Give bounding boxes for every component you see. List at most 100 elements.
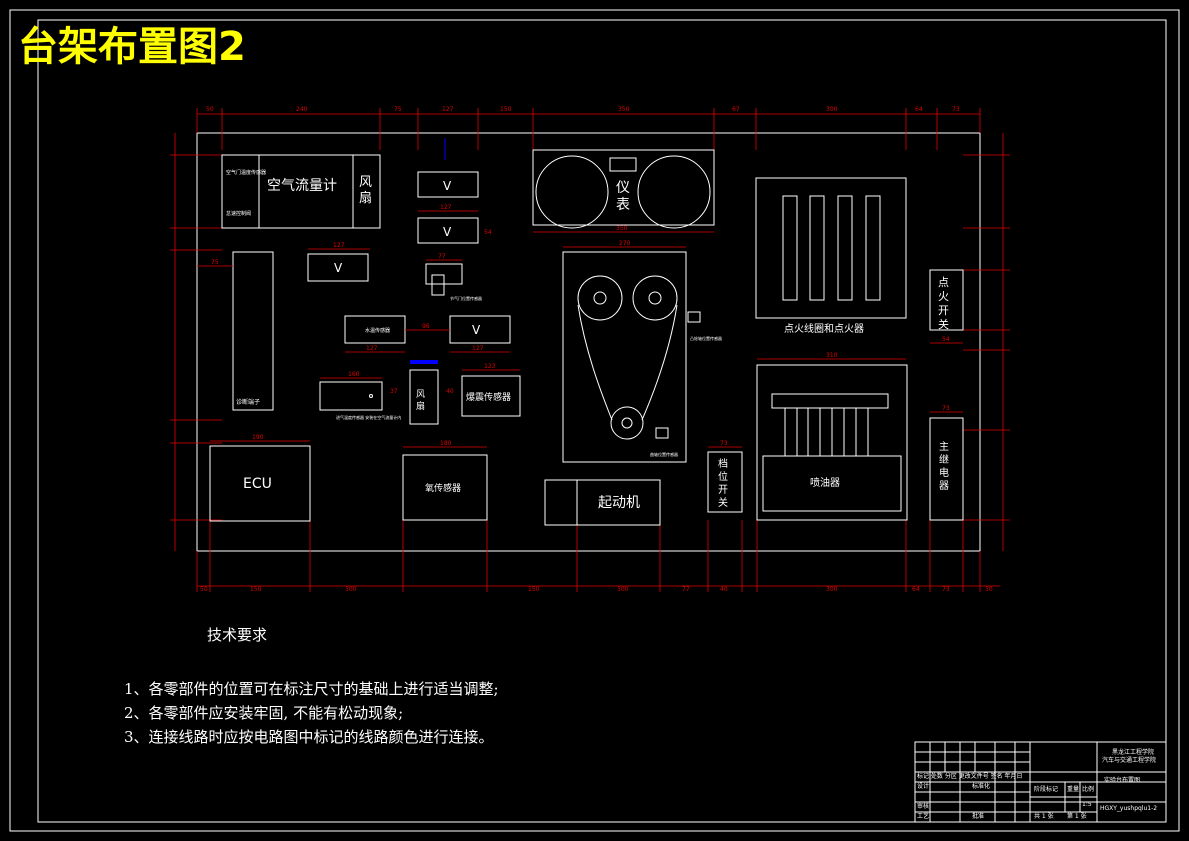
- svg-text:180: 180: [440, 440, 452, 447]
- air-flow-meter: 空气门温度传感器 怠速控制阀 空气流量计 风扇: [221, 154, 381, 229]
- svg-text:75: 75: [211, 259, 219, 266]
- dim-bottom-8: 300: [826, 586, 838, 593]
- svg-text:氧传感器: 氧传感器: [425, 482, 461, 494]
- svg-text:V: V: [443, 225, 452, 239]
- svg-text:54: 54: [484, 229, 492, 236]
- svg-text:350: 350: [616, 225, 628, 232]
- ignition-coil: 点火线圈和点火器: [755, 177, 907, 335]
- svg-text:V: V: [443, 179, 452, 193]
- outer-border: [9, 9, 1180, 832]
- svg-text:第 1 张: 第 1 张: [1067, 812, 1087, 820]
- fan-2: 风扇 37 40: [390, 360, 454, 425]
- knock-sensor: 123 爆震传感器: [461, 363, 521, 417]
- dim-bottom-5: 300: [617, 586, 629, 593]
- gauge-cluster: 仪表 350: [532, 149, 715, 233]
- voltmeter-3: 127 V: [307, 242, 370, 282]
- dim-bottom-1: 50: [200, 586, 208, 593]
- ignition-switch: 点火开关 54: [929, 269, 964, 344]
- title-block: 标记 处数 分区 更改文件号 签名 年月日 设计 标准化 审核 工艺 批准 阶段…: [914, 741, 1167, 823]
- dim-bottom-10: 73: [942, 586, 950, 593]
- dim-top-10: 73: [952, 106, 960, 113]
- svg-text:37: 37: [390, 388, 398, 395]
- svg-text:V: V: [334, 261, 343, 275]
- inner-border: [37, 19, 1167, 823]
- drawing-name: 实验台布置图: [1104, 776, 1140, 784]
- requirement-2: 2、各零部件应安装牢固, 不能有松动现象;: [124, 704, 403, 722]
- svg-text:160: 160: [348, 371, 360, 378]
- oxygen-sensor: 180 氧传感器: [402, 440, 488, 521]
- voltmeter-4: V 127: [449, 315, 511, 353]
- fuel-injector: 310 喷油器: [756, 352, 908, 521]
- dim-top-6: 350: [618, 106, 630, 113]
- dim-top-7: 67: [732, 106, 740, 113]
- dim-bottom-6: 77: [682, 586, 690, 593]
- svg-text:54: 54: [942, 336, 950, 343]
- svg-text:曲轴位置传感器: 曲轴位置传感器: [650, 451, 678, 457]
- svg-text:审核: 审核: [917, 802, 929, 810]
- svg-text:标记 处数 分区 更改文件号 签名 年月日: 标记 处数 分区 更改文件号 签名 年月日: [917, 772, 1023, 780]
- svg-text:水温传感器: 水温传感器: [365, 327, 390, 334]
- engine-belt-assembly: 270 凸轮轴位置传感器 曲轴位置传感器: [562, 240, 722, 463]
- starter-motor: 起动机: [544, 479, 661, 526]
- technical-requirements: 技术要求 1、各零部件的位置可在标注尺寸的基础上进行适当调整; 2、各零部件应安…: [124, 626, 499, 746]
- ecu: 190 ECU: [209, 434, 311, 522]
- svg-text:73: 73: [720, 440, 728, 447]
- dim-top-4: 127: [442, 106, 454, 113]
- svg-text:127: 127: [366, 345, 378, 352]
- svg-text:黑龙江工程学院: 黑龙江工程学院: [1112, 748, 1154, 756]
- svg-text:190: 190: [252, 434, 264, 441]
- bottom-dimension-chain: 50 150 300 150 300 77 40 300 64 73 30: [196, 520, 1000, 593]
- svg-text:77: 77: [438, 253, 446, 260]
- svg-text:V: V: [472, 323, 481, 337]
- svg-text:40: 40: [446, 388, 454, 395]
- side-dimension-chains: [170, 133, 1010, 551]
- dim-top-8: 300: [826, 106, 838, 113]
- svg-text:主继电器: 主继电器: [939, 441, 949, 492]
- svg-text:重量: 重量: [1067, 785, 1079, 793]
- svg-text:1:5: 1:5: [1082, 801, 1092, 808]
- drawing-number: HGXY_yushpqlu1-2: [1100, 805, 1157, 812]
- svg-text:127: 127: [472, 345, 484, 352]
- svg-text:喷油器: 喷油器: [810, 476, 840, 489]
- svg-text:标准化: 标准化: [972, 782, 990, 790]
- requirement-1: 1、各零部件的位置可在标注尺寸的基础上进行适当调整;: [124, 680, 499, 698]
- svg-text:270: 270: [619, 240, 631, 247]
- dim-bottom-11: 30: [985, 586, 993, 593]
- dim-bottom-4: 150: [528, 586, 540, 593]
- fan-1-label: 风扇: [359, 175, 372, 206]
- dim-top-9: 64: [915, 106, 923, 113]
- svg-text:档位开关: 档位开关: [718, 457, 728, 509]
- svg-text:73: 73: [942, 405, 950, 412]
- svg-text:阶段标记: 阶段标记: [1034, 785, 1058, 793]
- dim-top-5: 150: [500, 106, 512, 113]
- dim-bottom-3: 300: [345, 586, 357, 593]
- svg-text:ECU: ECU: [243, 476, 272, 492]
- top-dimension-chain: 50 240 75 127 150 350 67 300 64 73: [196, 106, 981, 150]
- intake-temp-sensor: 160 进气温度传感器 安装在空气流量计内: [319, 371, 401, 420]
- svg-text:比例: 比例: [1082, 785, 1094, 793]
- svg-text:123: 123: [484, 363, 496, 370]
- svg-text:点火开关: 点火开关: [938, 276, 949, 331]
- svg-text:设计: 设计: [917, 782, 929, 790]
- svg-text:批准: 批准: [972, 812, 984, 820]
- svg-text:进气温度传感器 安装在空气流量计内: 进气温度传感器 安装在空气流量计内: [336, 414, 401, 420]
- diagnostic-port: 诊断端子 75: [197, 251, 274, 411]
- svg-text:爆震传感器: 爆震传感器: [466, 391, 511, 403]
- svg-text:凸轮轴位置传感器: 凸轮轴位置传感器: [690, 335, 722, 341]
- water-temp-sensor: 水温传感器 127 96: [344, 315, 450, 353]
- requirement-3: 3、连接线路时应按电路图中标记的线路颜色进行连接。: [124, 728, 494, 746]
- svg-text:汽车与交通工程学院: 汽车与交通工程学院: [1102, 756, 1156, 764]
- svg-text:127: 127: [333, 242, 345, 249]
- dim-bottom-9: 64: [912, 586, 920, 593]
- svg-text:诊断端子: 诊断端子: [236, 398, 260, 406]
- svg-text:起动机: 起动机: [598, 495, 640, 511]
- voltmeter-top: V: [417, 138, 479, 198]
- dim-top-3: 75: [394, 106, 402, 113]
- dim-top-2: 240: [296, 106, 308, 113]
- svg-text:工艺: 工艺: [917, 812, 929, 820]
- svg-text:127: 127: [440, 204, 452, 211]
- svg-text:仪表: 仪表: [616, 180, 630, 213]
- panel-outline: [196, 132, 981, 552]
- gear-switch: 73 档位开关: [707, 440, 743, 513]
